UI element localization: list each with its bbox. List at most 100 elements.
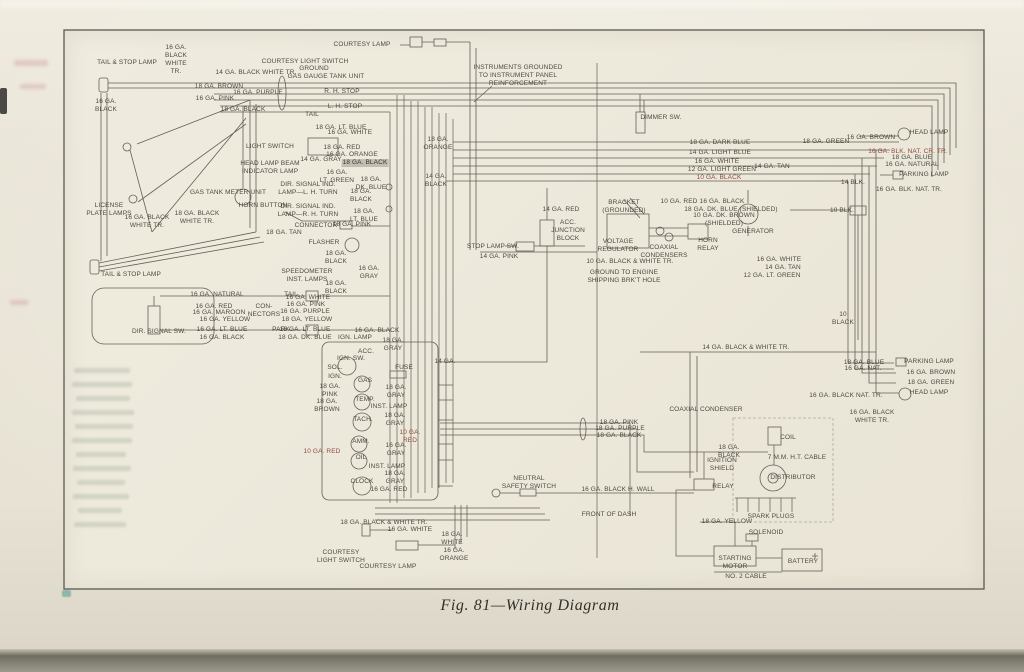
label-horn-relay: HORN RELAY — [697, 237, 719, 252]
wire-label: 10 BLACK — [832, 311, 854, 326]
wire-label: 16 GA. BLACK — [354, 327, 400, 335]
wire-label: 16 GA. WHITE — [694, 158, 740, 166]
wire-label: 18 GA. DK. BLUE — [278, 334, 332, 342]
wire-label: 18 GA. RED — [323, 144, 361, 152]
wire-label: 16 GA. BLACK — [699, 198, 745, 206]
wire-label: 14 GA. BLACK WHITE TR. — [215, 69, 297, 77]
wire-label: 18 GA. BLACK — [220, 106, 266, 114]
ammeter-icon — [350, 435, 368, 453]
bleed-through-text — [73, 494, 129, 499]
bleed-through-text — [76, 396, 130, 401]
wire-label: 18 GA. YELLOW — [701, 518, 753, 526]
wire-label: IGN. — [328, 373, 342, 381]
diagram-frame — [63, 29, 985, 590]
wire-label: 18 GA. BLACK WHITE TR. — [174, 210, 220, 225]
label-dir-signal-ind-rh: DIR. SIGNAL IND. LAMP—R. H. TURN — [277, 203, 339, 218]
wire-label: 14 GA. BLACK & WHITE TR. — [702, 344, 790, 352]
wire-label: 18 GA. TAN — [266, 229, 302, 237]
bleed-through-text — [73, 466, 131, 471]
bleed-through-text — [78, 508, 122, 513]
wire-label: 18 GA. BLACK — [718, 444, 740, 459]
grommet-icon — [277, 75, 287, 111]
license-plate-lamp-icon — [122, 142, 132, 152]
battery-icon — [781, 548, 823, 572]
label-oil-gauge: OIL — [355, 454, 367, 462]
ignition-switch-icon — [337, 356, 357, 376]
bleed-through-text — [75, 424, 133, 429]
wire-label: 16 GA. BLACK WHITE TR. — [124, 214, 170, 229]
battery-terminal-mark — [812, 553, 818, 559]
label-head-lamp-beam-indicator: HEAD LAMP BEAM INDICATOR LAMP — [240, 160, 300, 175]
label-courtesy-lamp-top: COURTESY LAMP — [333, 41, 391, 49]
tail-stop-lamp-icon-bottom — [89, 259, 100, 275]
label-fuse: FUSE — [395, 364, 413, 372]
connector-icon-right — [849, 205, 867, 216]
label-license-plate-lamps: LICENSE PLATE LAMPS — [86, 202, 132, 217]
bottom-lines — [370, 422, 796, 573]
wire-label: 18 GA. PURPLE — [595, 425, 645, 433]
neutral-safety-switch-contact — [519, 488, 537, 497]
grommet-icon — [579, 417, 587, 441]
wire-label: 16 GA. PURPLE — [280, 308, 330, 316]
wire-label: 18 GA. BLACK — [325, 280, 347, 295]
wire-label: 10 GA. DK. BROWN (SHIELDED) — [693, 212, 755, 227]
label-parking-lamp-top: PARKING LAMP — [899, 171, 949, 179]
label-ammeter: AMM. — [352, 438, 370, 446]
wire-label: 16 GA. ORANGE — [326, 151, 378, 159]
bleed-through-text — [74, 368, 130, 373]
license-plate-lamp-icon — [128, 194, 138, 204]
label-head-lamp-top: HEAD LAMP — [909, 129, 949, 137]
dimmer-sw-icon — [635, 111, 646, 134]
wire-label: 16 GA. BLACK WHITE TR. — [165, 44, 187, 75]
wire-label: 16 GA. LT. GREEN — [319, 169, 355, 184]
label-horn-button: HORN BUTTON — [238, 202, 288, 210]
right-down-lines — [847, 150, 899, 394]
label-battery: BATTERY — [787, 558, 819, 566]
head-lamp-icon-bottom — [898, 387, 912, 401]
label-distributor: DISTRIBUTOR — [770, 474, 816, 482]
wire-label: 18 GA. PINK — [599, 419, 639, 427]
courtesy-lamp-icon-top — [409, 36, 423, 48]
wire-label: 16 GA. WHITE — [387, 526, 433, 534]
wire-label: 18 GA. YELLOW — [281, 316, 333, 324]
label-gas-gauge: GAS — [357, 377, 373, 385]
label-coil: COIL — [780, 434, 796, 442]
label-light-switch: LIGHT SWITCH — [246, 143, 294, 151]
bleed-through-smudge — [10, 300, 28, 305]
label-solenoid: SOLENOID — [748, 529, 784, 537]
label-courtesy-light-switch-top: COURTESY LIGHT SWITCH — [261, 58, 349, 66]
gauge-stub-lines — [438, 188, 548, 487]
wire-label: NO. 2 CABLE — [725, 573, 767, 581]
wire-label: ACC. — [357, 348, 375, 356]
distributor-rotor-icon — [767, 472, 779, 484]
solenoid-icon — [745, 533, 759, 542]
label-generator: GENERATOR — [732, 228, 774, 236]
wire-label: 16 GA. BLACK — [95, 98, 117, 113]
wire-label: 14 GA. PINK — [479, 253, 519, 261]
connector-icon-park — [305, 324, 319, 336]
coil-icon — [767, 426, 782, 446]
wire-label: 18 GA. GRAY — [385, 384, 407, 399]
connector-icon — [339, 220, 353, 230]
wire-label: 18 GA. PINK — [319, 383, 341, 398]
wire-label: 14 GA. LIGHT BLUE — [689, 149, 751, 157]
wire-label: 18 GA. ORANGE — [423, 136, 453, 151]
mid-left-lines — [153, 211, 390, 331]
wire-label: 10 GA. BLACK & WHITE TR. — [586, 258, 674, 266]
wire-label: 12 GA. LIGHT GREEN — [687, 166, 757, 174]
center-column-lines — [389, 95, 454, 503]
wire-label: 10 GA. RED — [660, 198, 698, 206]
wire-label: 18 GA. LT. BLUE — [315, 124, 367, 132]
wire-label: 18 GA. DK. BLUE — [355, 176, 387, 191]
wire-label: 10 GA. RED — [303, 448, 341, 456]
label-tail-stop-lamp-bottom: TAIL & STOP LAMP — [101, 271, 161, 279]
wire-label: 16 GA. RED — [370, 486, 408, 494]
wire-label: 18 GA. BLUE — [891, 154, 933, 162]
wire-label: 16 GA. BLACK — [199, 334, 245, 342]
label-bracket-grounded: BRACKET (GROUNDED) — [602, 199, 646, 214]
bleed-through-text — [77, 480, 125, 485]
light-switch-icon — [307, 137, 339, 156]
coaxial-condenser-icon — [655, 226, 665, 236]
